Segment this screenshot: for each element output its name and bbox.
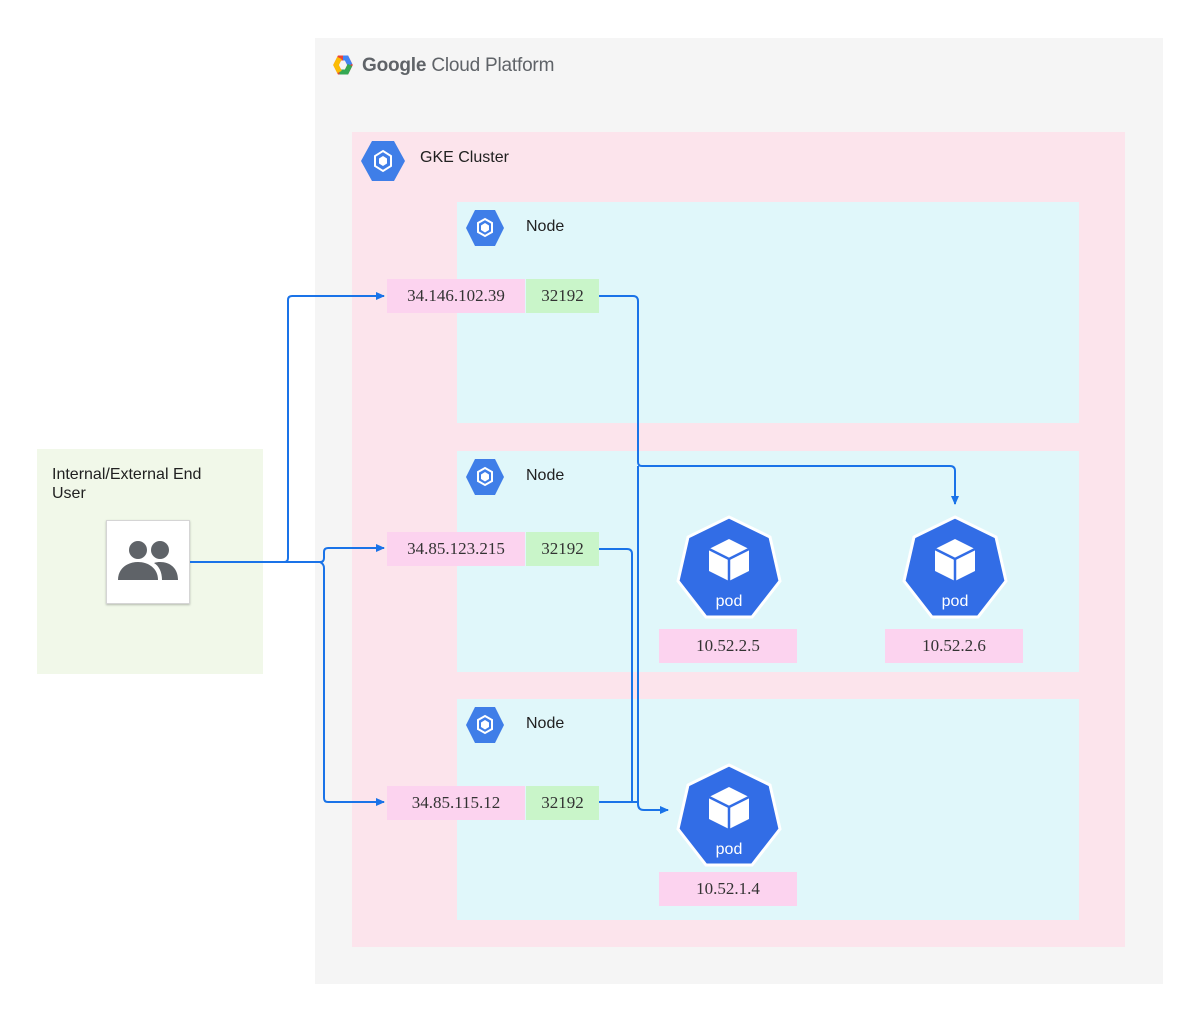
users-icon (118, 541, 178, 580)
gke-cluster-icon (361, 141, 405, 181)
port-to-pod-3-arrow (637, 466, 669, 814)
node-3-ip: 34.85.115.12 (387, 786, 525, 820)
pod-1-label: pod (716, 593, 743, 610)
end-user-label: Internal/External End User (52, 466, 202, 502)
node-1-ip: 34.146.102.39 (387, 279, 525, 313)
node-2-port: 32192 (526, 532, 599, 566)
gcp-title: Google Cloud Platform (362, 55, 554, 77)
gcp-title-rest: Cloud Platform (426, 55, 555, 76)
node-3-label: Node (526, 715, 565, 732)
node-2-icon (466, 459, 504, 495)
pod-3-icon: pod (676, 763, 782, 867)
gcp-logo-icon (333, 55, 353, 75)
user-to-node-3-arrow (190, 561, 385, 806)
node-1-label: Node (526, 218, 565, 235)
user-to-node-1-arrow (190, 292, 385, 563)
pod-2-ip: 10.52.2.6 (885, 629, 1023, 663)
node-2-label: Node (526, 467, 565, 484)
pod-3-ip: 10.52.1.4 (659, 872, 797, 906)
node-3-port: 32192 (526, 786, 599, 820)
pod-2-label: pod (942, 593, 969, 610)
pod-2-icon: pod (902, 515, 1008, 619)
node-1-icon (466, 210, 504, 246)
node-2-ip: 34.85.123.215 (387, 532, 525, 566)
end-user-card (106, 520, 190, 604)
gcp-title-brand: Google (362, 55, 427, 76)
pod-1-icon: pod (676, 515, 782, 619)
port-to-pod-2-arrow (599, 295, 959, 505)
gke-cluster-label: GKE Cluster (420, 149, 509, 166)
node-3-icon (466, 707, 504, 743)
node-1-port: 32192 (526, 279, 599, 313)
pod-3-label: pod (716, 841, 743, 858)
pod-1-ip: 10.52.2.5 (659, 629, 797, 663)
port-2-line (599, 548, 633, 802)
